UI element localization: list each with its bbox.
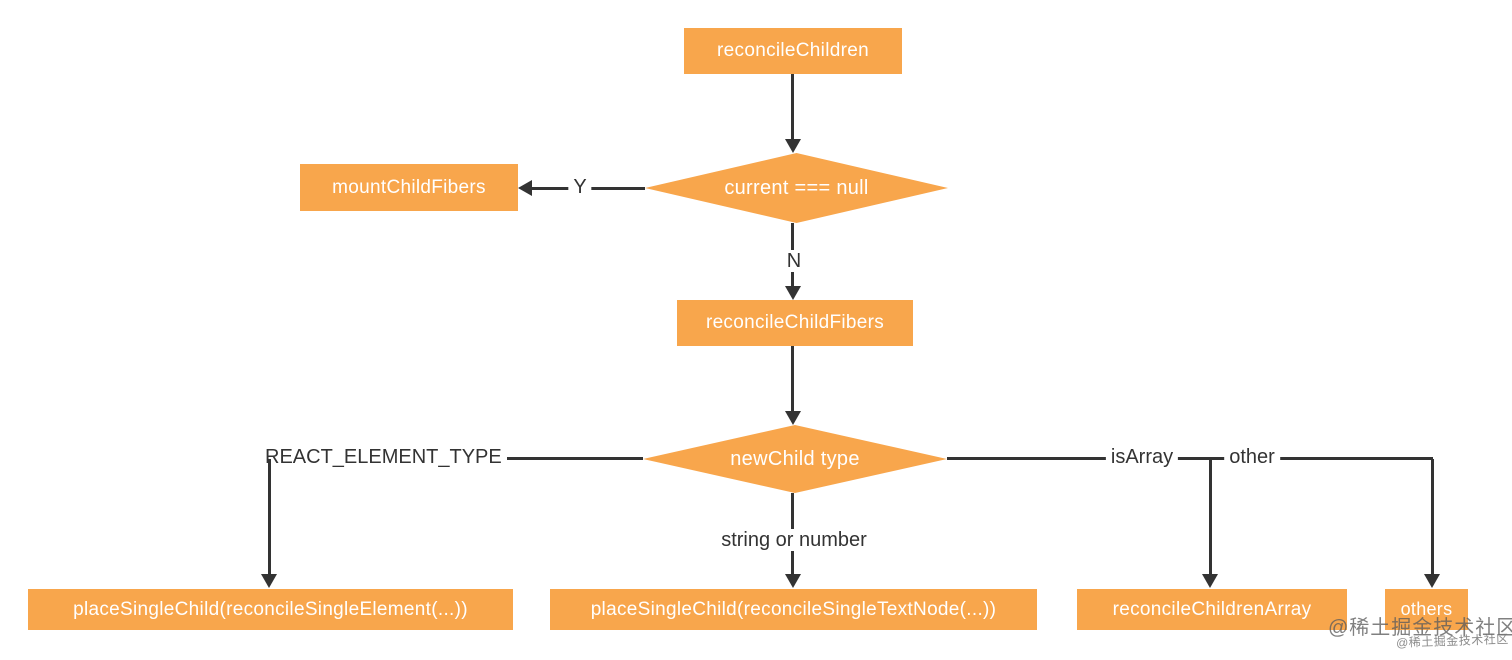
arrowhead-down-decision1 <box>785 139 801 153</box>
connector-other-down <box>1431 459 1434 577</box>
arrowhead-left-mount <box>518 180 532 196</box>
watermark-text-small: @稀土掘金技术社区 <box>1395 632 1509 650</box>
node-new-child-type-label: newChild type <box>730 447 860 470</box>
arrowhead-down-decision2 <box>785 411 801 425</box>
node-new-child-type: newChild type <box>643 425 947 493</box>
connector-left-down <box>268 459 271 577</box>
connector-decision2-right <box>947 457 1433 460</box>
connector-reconcile-to-decision2 <box>791 346 794 414</box>
connector-top-to-decision1 <box>791 74 794 142</box>
node-place-single-child-textnode: placeSingleChild(reconcileSingleTextNode… <box>550 589 1037 630</box>
node-reconcile-children: reconcileChildren <box>684 28 902 74</box>
edge-label-react-element-type: REACT_ELEMENT_TYPE <box>260 446 507 468</box>
arrowhead-down-others <box>1424 574 1440 588</box>
node-others: others <box>1385 589 1468 630</box>
connector-isarray-down <box>1209 459 1212 577</box>
edge-label-no: N <box>781 250 807 272</box>
arrowhead-down-children-array <box>1202 574 1218 588</box>
edge-label-yes: Y <box>568 176 592 198</box>
node-current-null-label: current === null <box>724 176 869 199</box>
node-reconcile-child-fibers: reconcileChildFibers <box>677 300 913 346</box>
node-current-null: current === null <box>645 153 948 223</box>
node-place-single-child-element: placeSingleChild(reconcileSingleElement(… <box>28 589 513 630</box>
node-mount-child-fibers: mountChildFibers <box>300 164 518 211</box>
edge-label-string-or-number: string or number <box>716 529 872 551</box>
watermark-text: @稀土掘金技术社区 <box>1328 617 1512 639</box>
node-reconcile-children-array: reconcileChildrenArray <box>1077 589 1347 630</box>
arrowhead-down-single-textnode <box>785 574 801 588</box>
edge-label-other: other <box>1224 446 1280 468</box>
arrowhead-down-reconcile <box>785 286 801 300</box>
edge-label-is-array: isArray <box>1105 446 1179 468</box>
arrowhead-down-single-element <box>261 574 277 588</box>
